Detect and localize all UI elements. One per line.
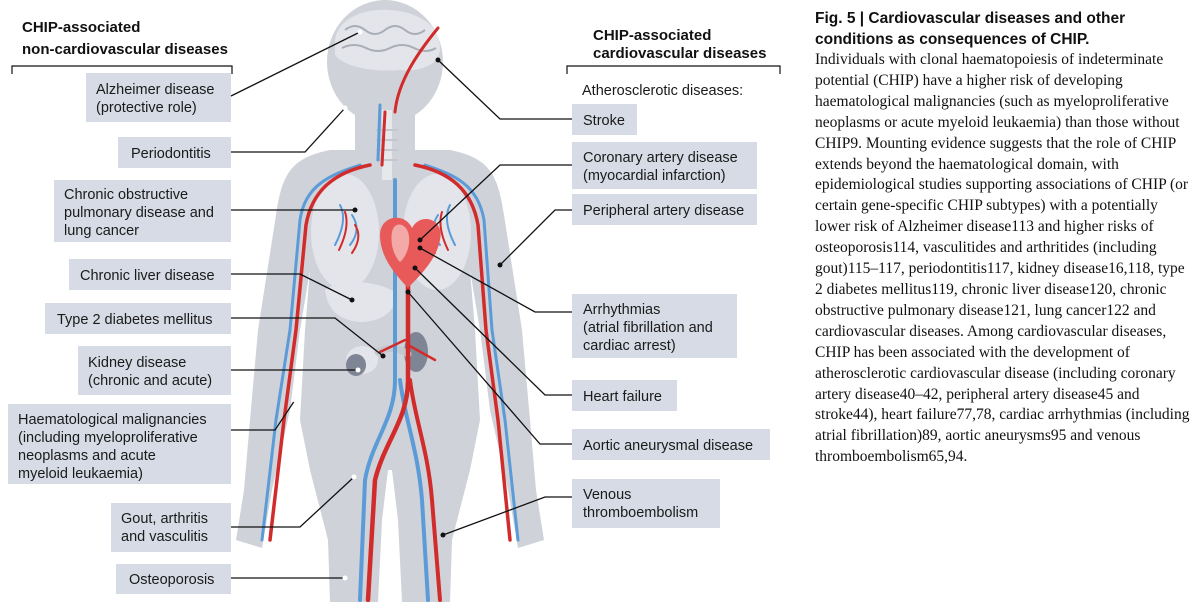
right-header: CHIP-associated cardiovascular diseases …	[566, 27, 781, 99]
right-header-line-1: CHIP-associated	[593, 27, 711, 44]
label-stroke: Stroke	[572, 104, 637, 135]
label-line: Chronic obstructive	[64, 187, 188, 203]
label-line: Arrhythmias	[583, 302, 660, 318]
label-type-2-diabetes: Type 2 diabetes mellitus	[45, 303, 231, 334]
label-alzheimer-disease: Alzheimer disease (protective role)	[86, 73, 231, 122]
label-osteoporosis: Osteoporosis	[116, 564, 231, 594]
body-illustration	[236, 0, 544, 602]
figure-caption-body: Individuals with clonal haematopoiesis o…	[815, 51, 1190, 466]
label-line: Venous	[583, 487, 631, 503]
label-line: Osteoporosis	[129, 572, 214, 588]
figure-caption-title: Fig. 5 | Cardiovascular diseases and oth…	[815, 10, 1126, 48]
label-line: Chronic liver disease	[80, 268, 215, 284]
label-line: pulmonary disease and	[64, 205, 214, 221]
label-line: myeloid leukaemia)	[18, 466, 143, 482]
left-header-line-2: non-cardiovascular diseases	[22, 41, 228, 58]
label-line: Coronary artery disease	[583, 150, 738, 166]
left-header-bracket	[11, 65, 233, 74]
label-periodontitis: Periodontitis	[118, 137, 231, 168]
label-gout-arthritis-vasculitis: Gout, arthritis and vasculitis	[111, 503, 231, 552]
label-line: Periodontitis	[131, 146, 211, 162]
blood-vessels	[260, 26, 520, 602]
label-line: cardiac arrest)	[583, 338, 676, 354]
left-header: CHIP-associated non-cardiovascular disea…	[11, 19, 233, 74]
label-line: Peripheral artery disease	[583, 203, 744, 219]
atherosclerotic-subheader: Atherosclerotic diseases:	[582, 83, 743, 99]
label-line: (chronic and acute)	[88, 373, 212, 389]
label-line: (protective role)	[96, 100, 197, 116]
label-line: Aortic aneurysmal disease	[583, 438, 753, 454]
left-header-line-1: CHIP-associated	[22, 19, 140, 36]
label-heart-failure: Heart failure	[572, 380, 677, 411]
chip-diagram: CHIP-associated non-cardiovascular disea…	[8, 0, 781, 602]
label-line: neoplasms and acute	[18, 448, 156, 464]
leader-lines	[230, 29, 572, 581]
label-copd-lung-cancer: Chronic obstructive pulmonary disease an…	[54, 180, 231, 242]
right-disease-labels: Stroke Coronary artery disease (myocardi…	[572, 104, 770, 528]
label-line: (myocardial infarction)	[583, 168, 726, 184]
label-chronic-liver-disease: Chronic liver disease	[69, 259, 231, 290]
left-disease-labels: Alzheimer disease (protective role) Peri…	[8, 73, 231, 594]
label-line: Heart failure	[583, 389, 662, 405]
label-line: (including myeloproliferative	[18, 430, 198, 446]
label-line: (atrial fibrillation and	[583, 320, 713, 336]
right-header-bracket	[566, 65, 781, 74]
label-line: and vasculitis	[121, 529, 208, 545]
label-line: Stroke	[583, 113, 625, 129]
figure-caption: Fig. 5 | Cardiovascular diseases and oth…	[815, 8, 1195, 468]
label-venous-thromboembolism: Venous thromboembolism	[572, 479, 720, 528]
right-header-line-2: cardiovascular diseases	[593, 45, 766, 62]
label-kidney-disease: Kidney disease (chronic and acute)	[78, 346, 231, 395]
label-line: Haematological malignancies	[18, 412, 207, 428]
label-aortic-aneurysmal-disease: Aortic aneurysmal disease	[572, 429, 770, 460]
label-line: Kidney disease	[88, 355, 186, 371]
label-peripheral-artery-disease: Peripheral artery disease	[572, 194, 757, 225]
label-arrhythmias: Arrhythmias (atrial fibrillation and car…	[572, 294, 737, 358]
label-line: lung cancer	[64, 223, 139, 239]
label-coronary-artery-disease: Coronary artery disease (myocardial infa…	[572, 142, 757, 189]
label-line: Gout, arthritis	[121, 511, 208, 527]
label-haematological-malignancies: Haematological malignancies (including m…	[8, 404, 231, 484]
label-line: Type 2 diabetes mellitus	[57, 312, 213, 328]
label-line: Alzheimer disease	[96, 82, 214, 98]
label-line: thromboembolism	[583, 505, 698, 521]
